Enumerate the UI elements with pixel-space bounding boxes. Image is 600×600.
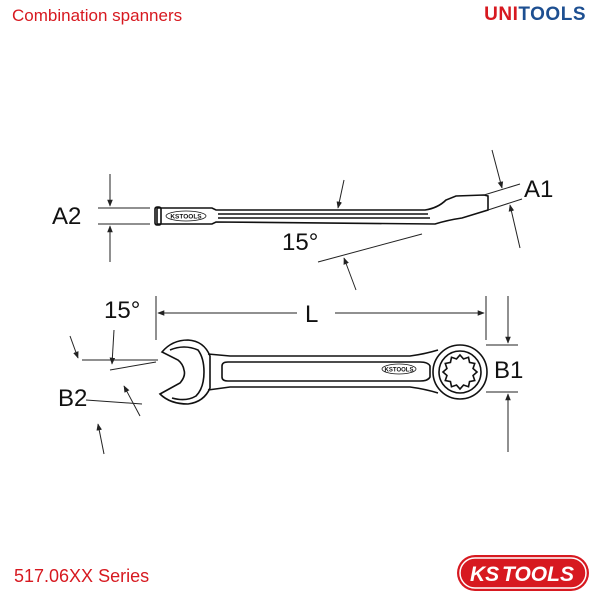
page-title: Combination spanners [12,6,183,25]
twelve-point-socket [441,353,479,391]
side-end-cap [154,206,162,226]
angle-side-reference-line [109,361,157,371]
top-view: L KSTOOLS B1 B2 15° [58,296,523,455]
open-end-jaw [158,339,211,405]
angle-top-label: 15° [282,229,318,256]
unitools-logo: UNITOOLS [484,4,586,26]
kstools-logo: KS TOOLS [457,555,589,591]
b2-label: B2 [58,385,87,412]
a1-label: A1 [524,176,553,203]
angle-top-reference-line [317,233,423,263]
b2-arrow-bottom [96,423,105,455]
side-profile-outline [156,194,489,225]
angle-top-arrow-lower [343,257,357,291]
a1-arrow-top [491,149,504,189]
brand-part-uni: UNI [484,4,519,25]
handle-outline [207,349,439,394]
handle-engraving-text: KSTOOLS [385,368,414,374]
kstools-logo-pill [457,555,589,591]
b2-arrow-top [69,335,79,359]
side-view: KSTOOLS A2 A1 15° [52,149,553,291]
a1-arrow-bottom [508,204,521,249]
a2-label: A2 [52,203,81,230]
side-profile-inner-line [218,213,430,219]
length-label: L [305,301,318,328]
handle-engraving: KSTOOLS [381,363,417,375]
ring-end-outer [432,344,488,400]
b2-extension-bottom [85,399,143,405]
handle-recess [221,361,431,382]
kstools-logo-border [459,557,587,589]
angle-side-arrow-lower [123,385,141,417]
side-engraving: KSTOOLS [165,210,207,222]
b1-label: B1 [494,357,523,384]
angle-side-label: 15° [104,297,140,324]
series-label: 517.06XX Series [14,566,150,586]
side-engraving-text: KSTOOLS [170,214,202,221]
a1-extension-top [483,183,521,196]
angle-top-arrow-upper [336,179,345,209]
brand-part-tools: TOOLS [518,4,586,25]
kstools-logo-ks: KS [470,563,499,586]
kstools-logo-tools: TOOLS [502,563,574,586]
ring-end-inner [438,350,482,394]
a1-extension-bottom [487,198,523,211]
angle-side-arrow-upper [109,329,116,365]
open-end-jaw-inner [169,346,205,401]
